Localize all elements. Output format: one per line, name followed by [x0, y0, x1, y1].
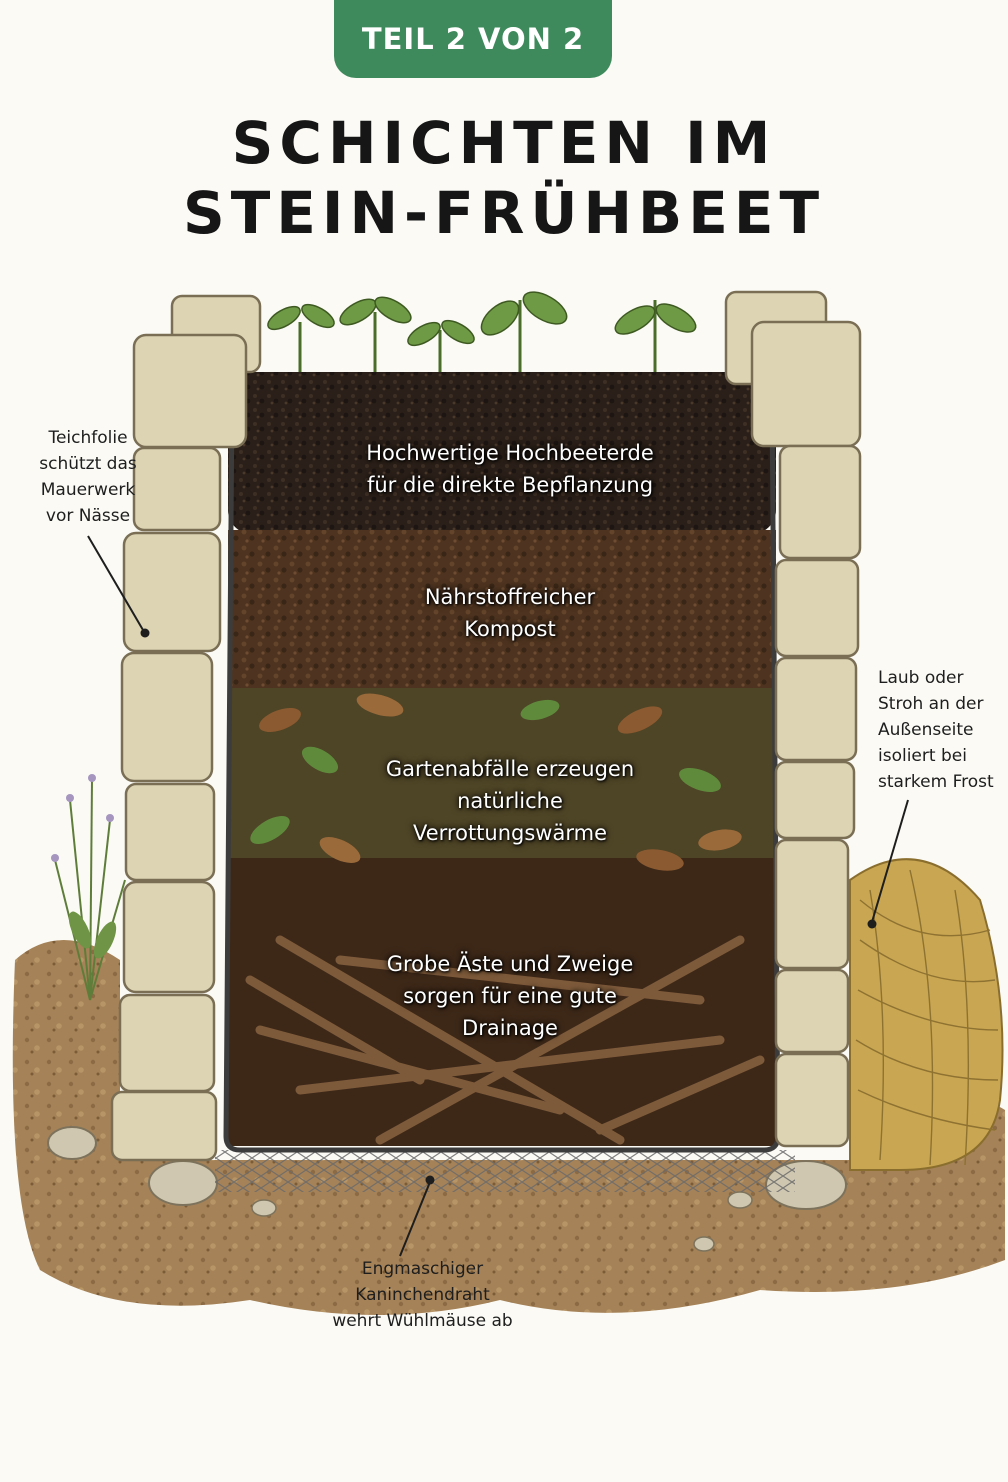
layer-label-branches: Grobe Äste und Zweige sorgen für eine gut…: [300, 948, 720, 1044]
ground: [12, 940, 1006, 1315]
title-line-1: SCHICHTEN IM: [231, 109, 777, 177]
stone-wall-left: [110, 294, 262, 1162]
layer-topsoil-line: Hochwertige Hochbeeterde: [366, 441, 654, 465]
part-badge-label: TEIL 2 VON 2: [361, 22, 585, 56]
layer-branches-line: Drainage: [462, 1016, 558, 1040]
annotation-pond-liner-line: Mauerwerk: [40, 480, 136, 500]
annotation-insulation-line: isoliert bei: [878, 746, 967, 766]
layer-garden-waste-line: Verrottungswärme: [413, 821, 607, 845]
branches: [245, 935, 765, 1145]
layer-branches-line: sorgen für eine gute: [403, 984, 617, 1008]
layer-label-topsoil: Hochwertige Hochbeeterde für die direkte …: [300, 437, 720, 501]
annotation-insulation-line: Laub oder: [878, 668, 964, 688]
layer-topsoil-line: für die direkte Bepflanzung: [366, 473, 654, 497]
annotation-wire-mesh-line: wehrt Wühlmäuse ab: [332, 1311, 513, 1331]
layer-branches-line: Grobe Äste und Zweige: [386, 952, 634, 976]
bed-interior: [228, 372, 776, 1146]
part-badge: TEIL 2 VON 2: [334, 0, 612, 78]
annotation-insulation-line: Stroh an der: [878, 694, 984, 714]
annotation-pond-liner-line: Teichfolie: [48, 428, 128, 448]
insulation-pointer-dot: [867, 919, 877, 929]
annotation-pond-liner-line: vor Nässe: [45, 506, 131, 526]
wire-mesh: [215, 1150, 795, 1192]
annotation-insulation-line: Außenseite: [878, 720, 974, 740]
straw-bale: [849, 858, 1004, 1171]
annotation-pond-liner-line: schützt das: [39, 454, 137, 474]
annotation-wire-mesh-line: Kaninchendraht: [355, 1285, 490, 1305]
seedlings: [267, 291, 697, 372]
leader-lines: [87, 535, 909, 1257]
title-line-2: STEIN-FRÜHBEET: [182, 179, 826, 247]
annotation-insulation-line: starkem Frost: [878, 772, 994, 792]
layer-compost-line: Kompost: [464, 617, 556, 641]
pond-liner-pointer-dot: [140, 628, 150, 638]
annotation-wire-mesh-line: Engmaschiger: [361, 1259, 484, 1279]
layer-garden-waste-line: natürliche: [457, 789, 563, 813]
leaf-litter: [250, 693, 742, 871]
wild-plant: [51, 774, 126, 1001]
layer-garden-waste-line: Gartenabfälle erzeugen: [385, 757, 635, 781]
page-title: SCHICHTEN IM STEIN-FRÜHBEET: [0, 108, 1008, 248]
stone-wall-right: [724, 290, 862, 1148]
wire-mesh-pointer-dot: [425, 1175, 435, 1185]
layer-compost-line: Nährstoffreicher: [424, 585, 596, 609]
